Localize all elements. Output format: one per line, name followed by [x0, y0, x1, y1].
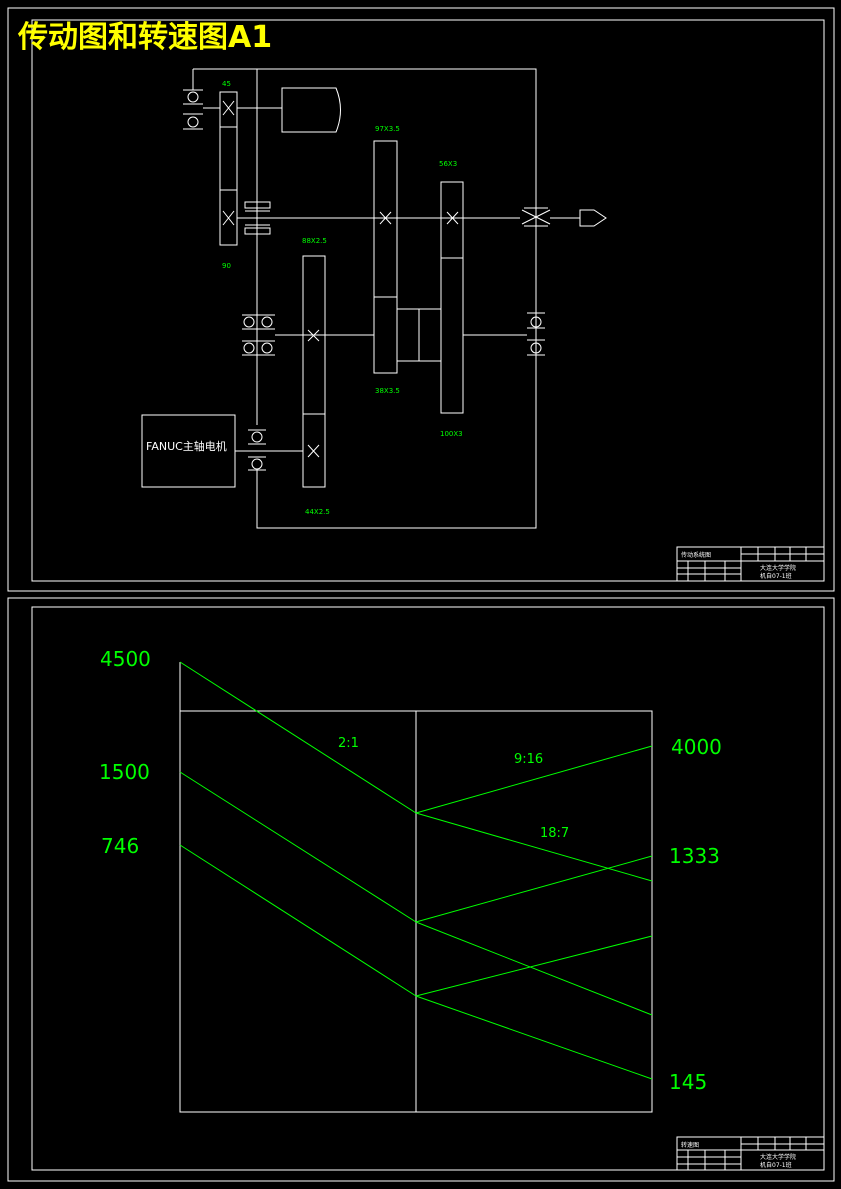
speed-line-mid1-down: [415, 812, 653, 882]
title-block-bottom-school: 大连大学学院: [760, 1153, 796, 1161]
title-block-bottom-class: 机自07-1班: [760, 1161, 792, 1169]
title-block-top-class: 机自07-1班: [760, 572, 792, 580]
motor-label: FANUC主轴电机: [146, 439, 227, 453]
rpm-label-4500: 4500: [100, 647, 151, 671]
bearing-shaft-3: [242, 314, 275, 356]
speed-line-mid3-up: [415, 935, 653, 997]
inner-frame-bottom: [31, 606, 825, 1171]
outer-frame-bottom: [7, 597, 835, 1182]
gear-56: [440, 181, 464, 414]
rpm-label-1500: 1500: [99, 760, 150, 784]
bearing-top-left: [183, 89, 203, 130]
gear-88: [302, 255, 326, 488]
rpm-label-746: 746: [101, 834, 139, 858]
transmission-sheet: [7, 7, 835, 592]
title-block-top-name: 传动系统图: [681, 551, 711, 559]
title-block-top: [676, 546, 825, 582]
speed-line-4500-to-mid: [179, 661, 417, 814]
title-block-bottom: [676, 1136, 825, 1171]
inner-frame-top: [31, 19, 825, 582]
gear-90: [219, 189, 238, 246]
sliding-block: [396, 308, 442, 362]
gear-label-88: 88X2.5: [302, 237, 327, 245]
gear-label-38: 38X3.5: [375, 387, 400, 395]
bearing-right: [527, 312, 545, 356]
gear-label-56: 56X3: [439, 160, 457, 168]
gear-label-90: 90: [222, 262, 231, 270]
belt-column: [219, 126, 238, 246]
speed-line-mid3-to-145: [415, 995, 653, 1080]
gear-97: [373, 140, 398, 374]
page-title: 传动图和转速图A1: [17, 20, 272, 55]
ratio-label-18-7: 18:7: [540, 826, 569, 841]
gear-label-45: 45: [222, 80, 231, 88]
outer-frame-top: [7, 7, 835, 592]
rpm-label-4000: 4000: [671, 735, 722, 759]
motor-body: [281, 87, 341, 133]
ratio-label-2-1: 2:1: [338, 736, 359, 751]
spindle-end: [579, 209, 607, 227]
gear-label-100: 100X3: [440, 430, 463, 438]
bearing-shaft-2: [244, 201, 271, 235]
speed-line-mid2-to-1333: [415, 855, 653, 923]
gear-label-44: 44X2.5: [305, 508, 330, 516]
speed-line-mid1-to-4000: [415, 745, 653, 814]
title-block-bottom-name: 转速图: [681, 1141, 699, 1149]
gear-label-97: 97X3.5: [375, 125, 400, 133]
rpm-label-1333: 1333: [669, 844, 720, 868]
bearing-motor: [248, 429, 266, 471]
speed-line-1500-to-mid: [179, 771, 417, 923]
housing-outline: [193, 68, 537, 529]
speed-line-mid2-down: [415, 921, 653, 1016]
rpm-label-145: 145: [669, 1070, 707, 1094]
title-block-top-school: 大连大学学院: [760, 564, 796, 572]
speed-sheet: [7, 597, 835, 1182]
gear-45: [219, 91, 238, 128]
speed-line-746-to-mid: [179, 844, 417, 997]
ratio-label-9-16: 9:16: [514, 752, 543, 767]
